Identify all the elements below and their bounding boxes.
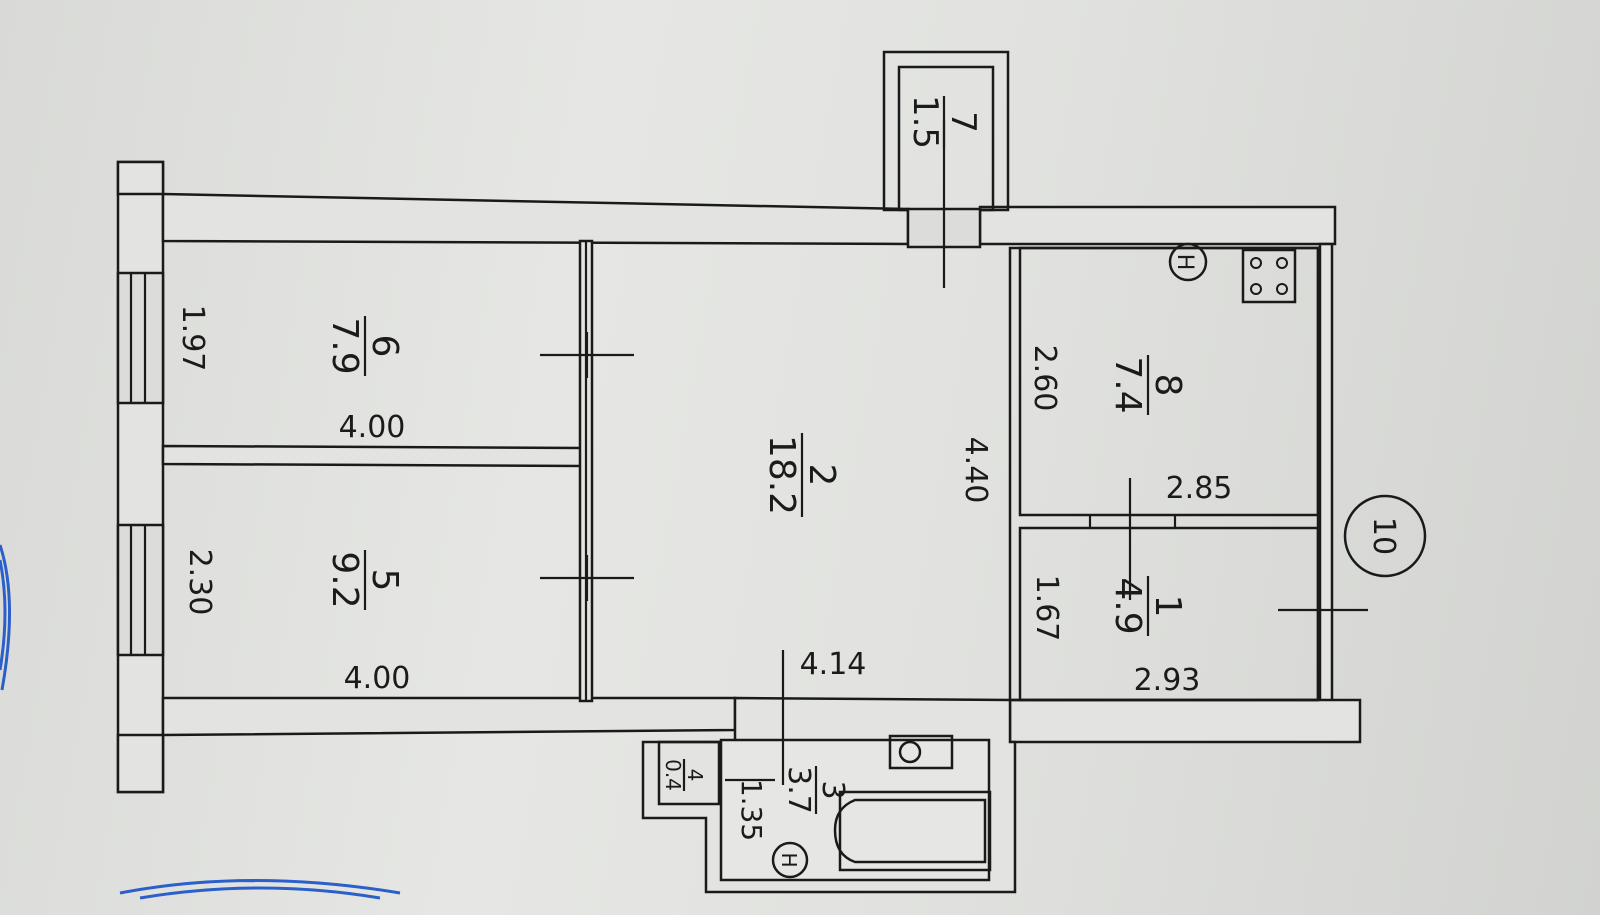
dim-room1-width: 1.67	[1029, 575, 1064, 642]
exterior-walls	[116, 160, 1362, 794]
room-number: 3	[815, 780, 850, 799]
riser-label-kitchen: H	[1172, 254, 1197, 271]
dim-room8-length: 2.85	[1166, 471, 1233, 506]
room-number: 8	[1147, 374, 1188, 397]
stamp-marks	[0, 544, 401, 900]
balcony-room-7	[882, 50, 1010, 288]
dim-room6-width: 1.97	[175, 305, 210, 372]
room-label-4: 4 0.4	[661, 759, 707, 791]
dim-room6-length: 4.00	[339, 410, 406, 445]
room-label-3: 3 3.7	[781, 766, 850, 814]
room-label-8: 8 7.4	[1107, 355, 1188, 415]
room-label-7: 7 1.5	[905, 95, 983, 149]
room-area: 1.5	[905, 95, 945, 149]
dimension-labels: 1.97 4.00 2.30 4.00 4.40 2.60 2.85 1.67 …	[175, 305, 1232, 842]
riser-icon-bath: H	[771, 841, 809, 879]
room-label-1: 1 4.9	[1107, 576, 1188, 636]
window-room-5	[116, 523, 165, 657]
dim-room2-width: 4.40	[958, 437, 993, 504]
room-area: 7.9	[324, 317, 365, 374]
dim-room1-length: 2.93	[1134, 663, 1201, 698]
bathroom-block	[641, 650, 1017, 894]
room-number: 4	[683, 769, 707, 782]
dim-room2-length: 4.14	[800, 647, 867, 682]
room-area: 18.2	[761, 435, 802, 515]
room-number: 7	[943, 111, 983, 133]
room-number: 2	[801, 464, 842, 487]
stove-icon	[1241, 248, 1297, 304]
window-room-6	[116, 271, 165, 405]
dim-room3-width: 1.35	[735, 779, 768, 841]
dim-room5-length: 4.00	[344, 661, 411, 696]
room-area: 0.4	[661, 759, 685, 791]
riser-icon-kitchen: H	[1168, 242, 1208, 282]
toilet-icon	[888, 734, 954, 770]
room-area: 4.9	[1107, 577, 1148, 634]
room-label-6: 6 7.9	[324, 316, 405, 376]
dim-room5-width: 2.30	[182, 549, 217, 616]
room-number: 5	[364, 569, 405, 592]
bathtub-icon	[833, 790, 992, 872]
room-area: 3.7	[781, 766, 816, 814]
dim-room8-width: 2.60	[1027, 345, 1062, 412]
room-area: 7.4	[1107, 356, 1148, 413]
room-number: 6	[364, 335, 405, 358]
apartment-number: 10	[1343, 494, 1427, 578]
room-label-2: 2 18.2	[761, 433, 842, 517]
door-marks	[540, 332, 1368, 612]
room-number: 1	[1147, 595, 1188, 618]
apartment-number-text: 10	[1366, 517, 1401, 555]
room-area: 9.2	[324, 551, 365, 608]
riser-label-bath: H	[777, 852, 801, 867]
room-label-5: 5 9.2	[324, 550, 405, 610]
